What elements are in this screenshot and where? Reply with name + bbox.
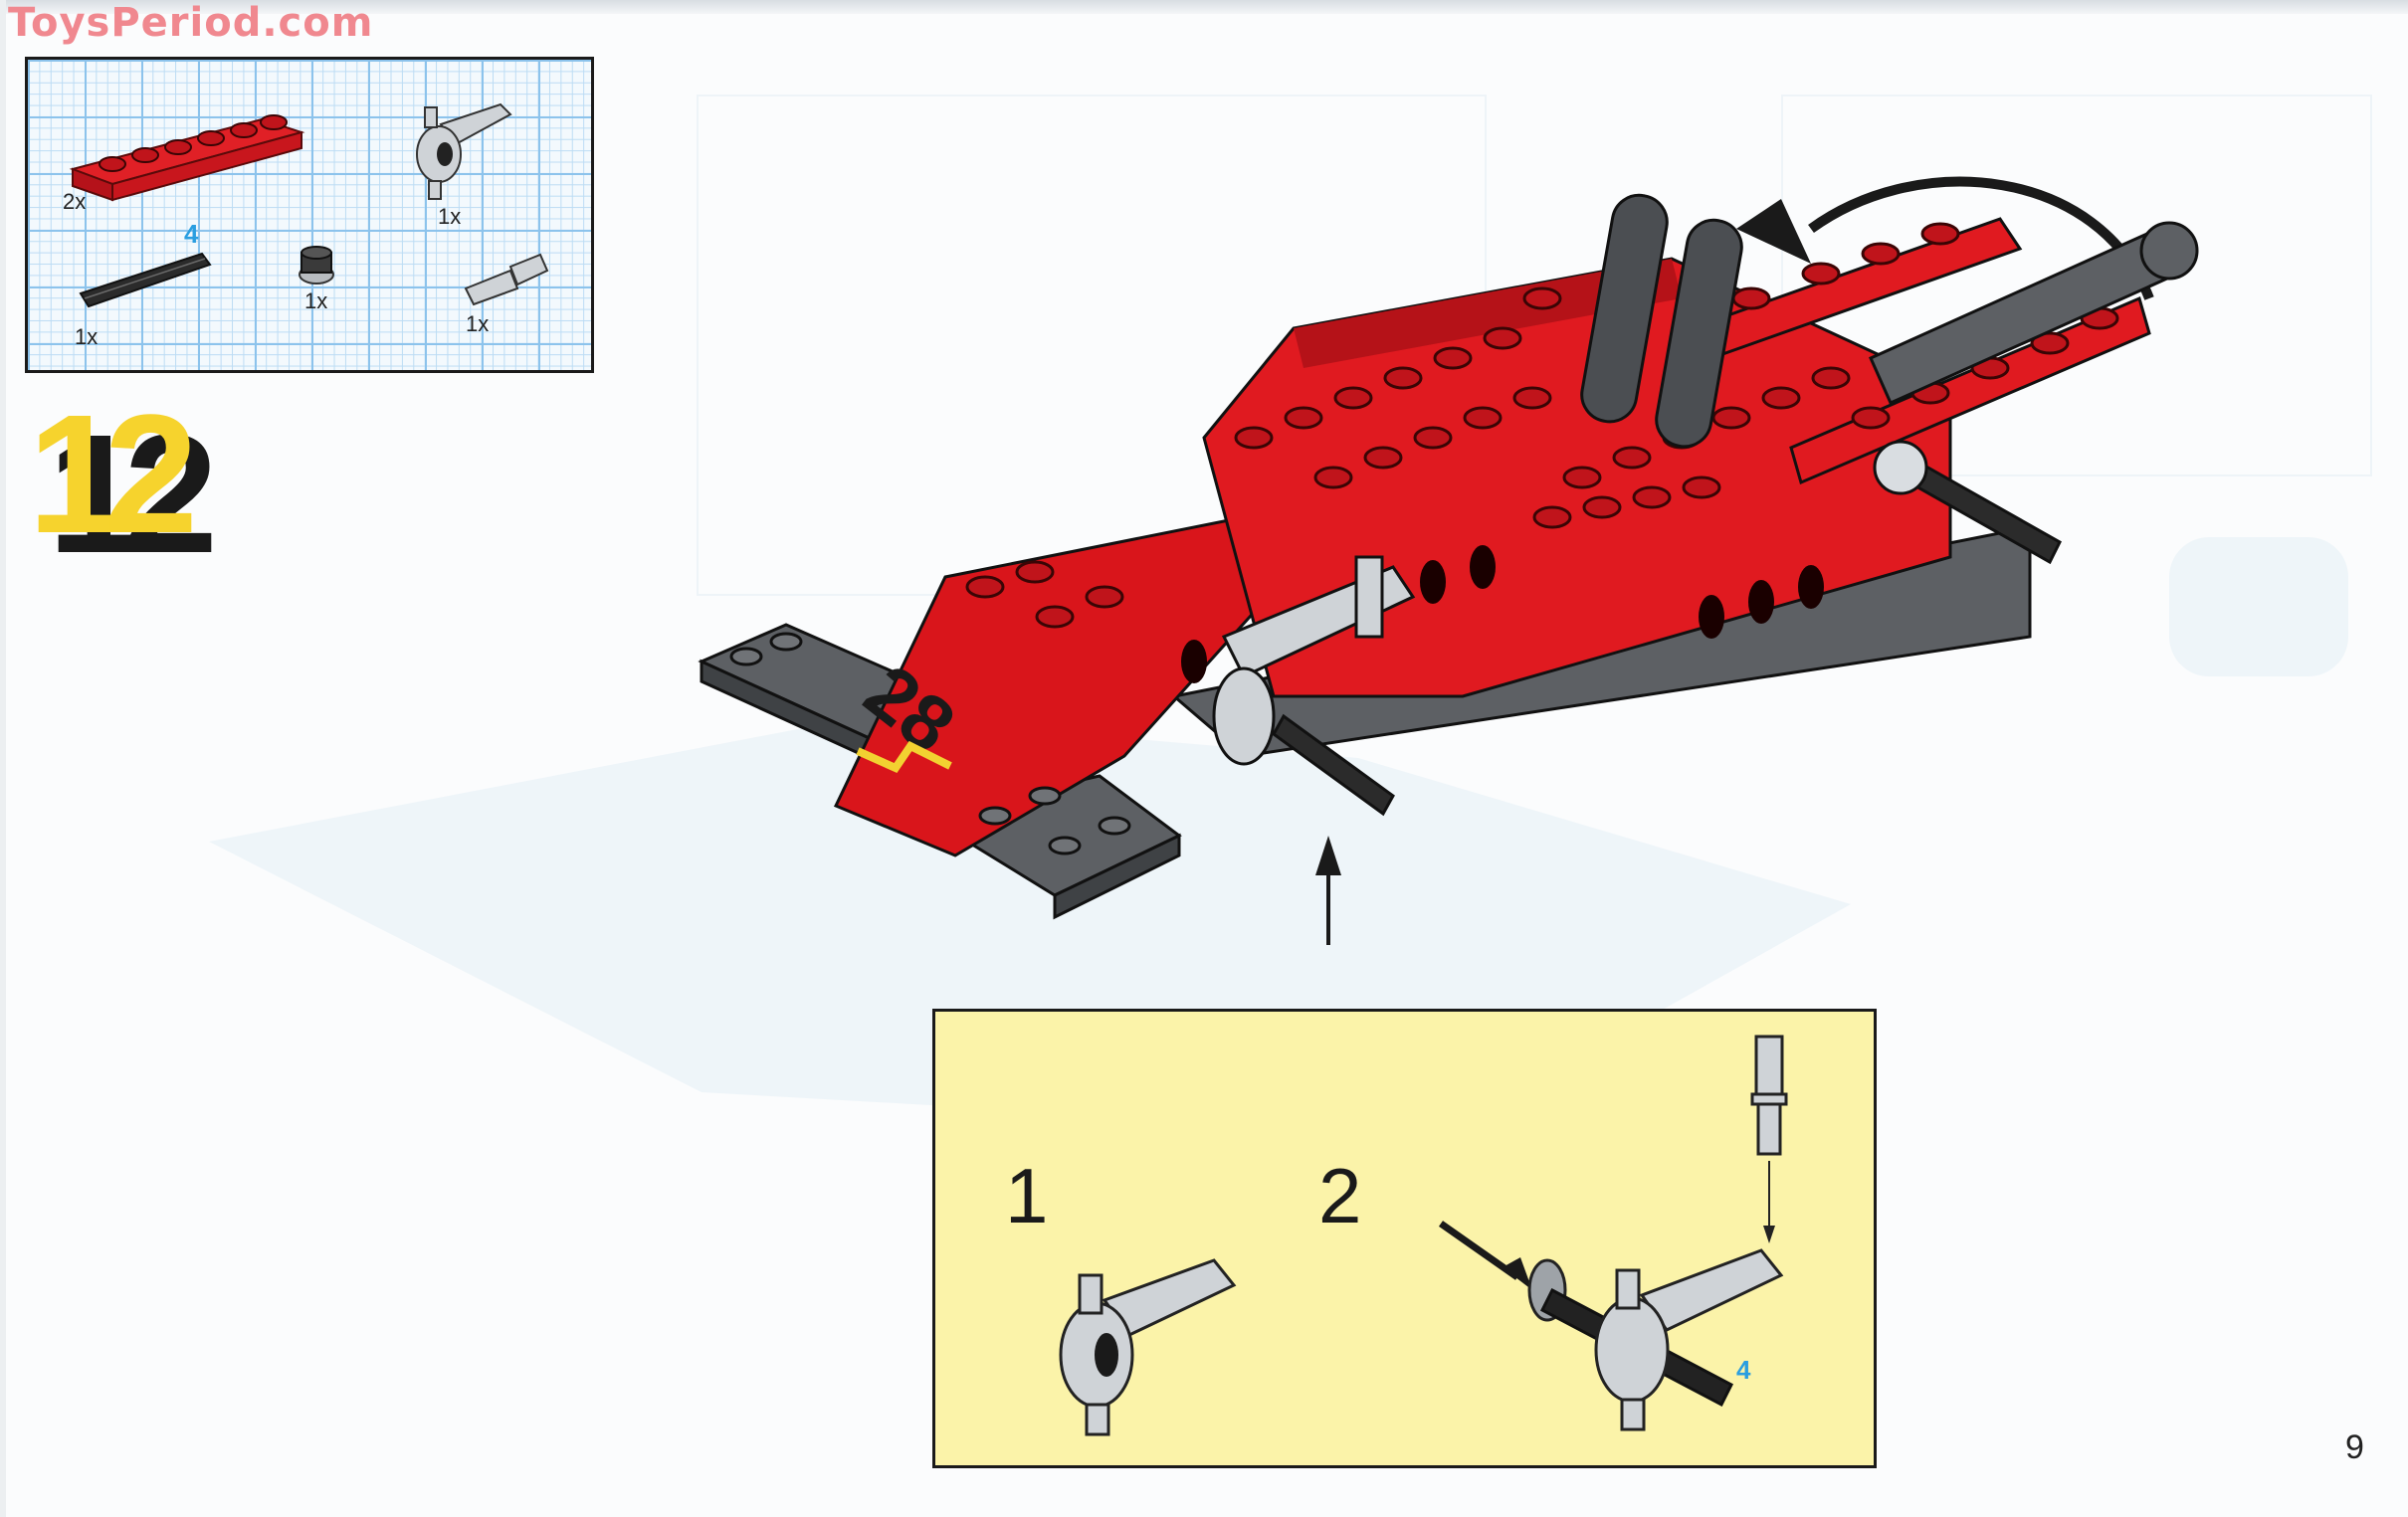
substep-1-label: 1 (1005, 1152, 1049, 1239)
parts-quantity: 1x (75, 324, 99, 349)
technic-arm-icon (416, 102, 512, 200)
parts-quantity: 2x (63, 189, 87, 214)
axle-pin-icon (464, 253, 549, 306)
step-number-text: 12 (28, 380, 198, 569)
studs-grey (729, 632, 1131, 855)
parts-quantity: 1x (466, 311, 490, 336)
parts-quantity: 1x (438, 204, 462, 229)
liftarm-upright (1655, 218, 1743, 449)
insert-arrow-icon (1438, 1221, 1532, 1290)
axle-length-label: 4 (184, 219, 199, 249)
model-illustration: 28 (698, 176, 2199, 945)
watermark: ToysPeriod.com (8, 0, 374, 46)
step-number: 12 12 (28, 380, 218, 579)
parts-quantity: 1x (304, 288, 328, 313)
liftarm-upright (1580, 193, 1669, 424)
page-left-edge (0, 0, 6, 1517)
ghost-frame (1781, 95, 2372, 476)
sub-assembly-callout: 1 2 4 (932, 1009, 1877, 1468)
page-top-edge (0, 0, 2408, 14)
bush-gear-icon (299, 246, 334, 284)
page-number: 9 (2345, 1428, 2364, 1466)
ghost-step-number (2169, 537, 2348, 676)
red-plate-1x6-icon (69, 114, 305, 202)
axle-length-label: 4 (1736, 1355, 1751, 1385)
studs (965, 222, 2119, 629)
step-number-shadow: 12 (48, 400, 218, 589)
arm-with-axle-icon (1527, 1248, 1784, 1431)
yellow-stripe (856, 740, 952, 774)
parts-list-box: 2x 1x 4 1x 1x 1x (25, 57, 594, 373)
substep-2-label: 2 (1318, 1152, 1362, 1239)
axle-pin-icon (1750, 1035, 1788, 1243)
front-axle (1272, 713, 1395, 817)
black-axle-icon (79, 252, 212, 308)
technic-holes (1181, 545, 1824, 683)
technic-arm-icon (1059, 1258, 1237, 1436)
